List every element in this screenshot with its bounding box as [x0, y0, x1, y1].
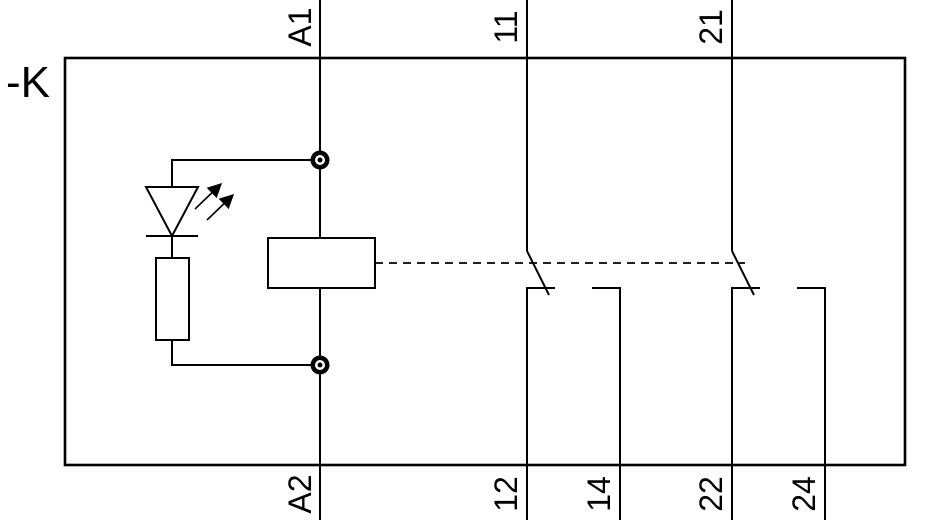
junction-dot-top-core	[317, 157, 323, 163]
module-outline	[63, 56, 907, 467]
terminal-label-14: 14	[581, 476, 617, 512]
junction-dot-top	[310, 150, 330, 170]
terminal-label-12: 12	[488, 476, 524, 512]
contact-2-nc-terminal-line	[731, 287, 760, 520]
relay-coil-icon	[267, 237, 376, 289]
indicator-top-wire	[171, 159, 320, 187]
led-triangle	[144, 186, 200, 239]
contact-1-nc-terminal-line	[526, 287, 555, 520]
terminal-label-21: 21	[693, 9, 729, 45]
terminal-label-a1: A1	[282, 7, 318, 46]
terminal-label-a2: A2	[282, 474, 318, 513]
device-designation-label: -K	[6, 58, 50, 107]
junction-dot-bottom-core	[317, 362, 323, 368]
terminal-labels: A1 11 21 A2 12 14 22 24	[282, 7, 822, 513]
contact-2-no-terminal-line	[797, 287, 826, 520]
terminal-label-24: 24	[786, 476, 822, 512]
contact-1-no-terminal-line	[592, 287, 621, 520]
led-emission-arrow-1	[194, 183, 223, 210]
terminal-label-22: 22	[693, 476, 729, 512]
contact-2	[731, 0, 826, 520]
contact-1	[526, 0, 621, 520]
indicator-bottom-wire	[171, 340, 320, 366]
led-icon	[144, 183, 235, 239]
junction-dot-bottom	[310, 355, 330, 375]
terminal-label-11: 11	[488, 10, 524, 43]
led-emission-arrow-2	[206, 194, 235, 221]
resistor-icon	[155, 257, 190, 341]
indicator-branch	[144, 159, 320, 366]
